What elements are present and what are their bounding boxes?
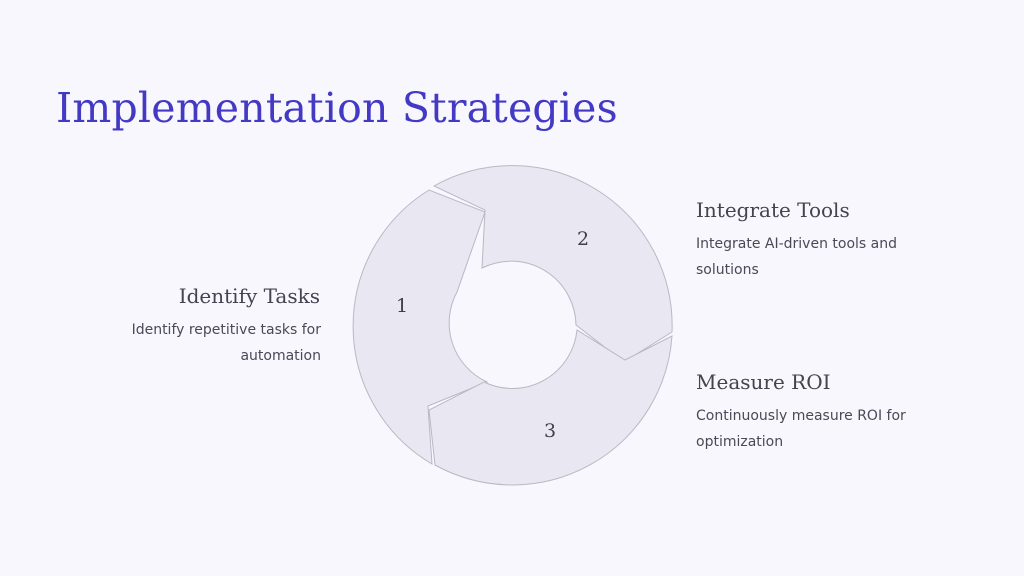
cycle-segment-1 — [352, 189, 489, 465]
step-number-3: 3 — [544, 420, 556, 442]
step-number-2: 2 — [577, 228, 589, 250]
step-number-1: 1 — [396, 295, 408, 317]
page-title: Implementation Strategies — [56, 84, 618, 132]
cycle-segment-3 — [428, 329, 673, 486]
cycle-segment-2 — [432, 165, 673, 363]
step-3-title: Measure ROI — [696, 370, 831, 394]
cycle-diagram: 1 2 3 — [352, 165, 673, 486]
step-3-description: Continuously measure ROI for optimizatio… — [696, 408, 906, 450]
step-1-description: Identify repetitive tasks for automation — [131, 322, 321, 364]
step-2-title: Integrate Tools — [696, 198, 850, 222]
step-2-description: Integrate AI-driven tools and solutions — [696, 236, 897, 278]
step-1-title: Identify Tasks — [178, 284, 320, 308]
